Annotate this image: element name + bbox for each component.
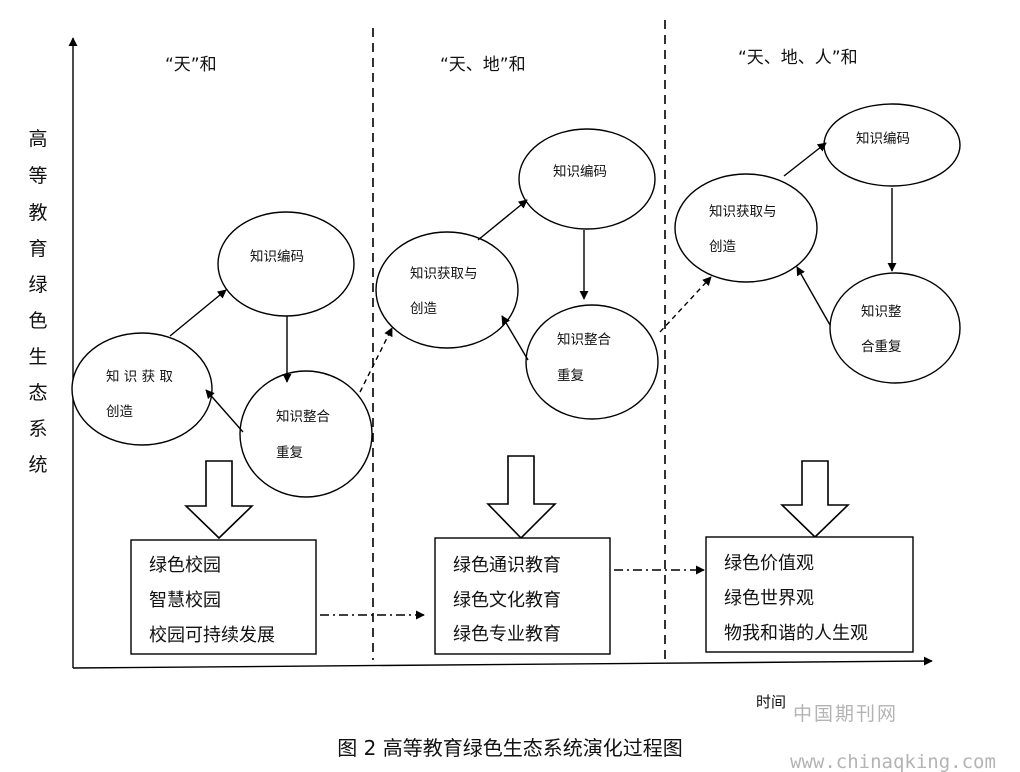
knowledge-encode-node	[217, 211, 355, 317]
y-axis-label-char: 等	[28, 165, 47, 187]
y-axis-label-char: 高	[28, 128, 47, 150]
knowledge-encode-label: 知识编码	[856, 130, 910, 147]
flow-arrow	[477, 199, 528, 241]
knowledge-acquire-node	[71, 332, 213, 446]
stage-heading: “天”和	[165, 55, 217, 75]
knowledge-integrate-label: 重复	[276, 444, 303, 461]
x-axis	[72, 656, 933, 669]
figure-caption: 图 2 高等教育绿色生态系统演化过程图	[337, 736, 682, 760]
knowledge-acquire-label: 知识获取与	[410, 265, 478, 282]
outcome-item: 智慧校园	[149, 590, 221, 611]
flow-arrow	[796, 266, 831, 326]
outcome-box	[434, 537, 611, 655]
x-axis-label: 时间	[756, 693, 786, 711]
knowledge-integrate-node	[239, 370, 373, 498]
knowledge-encode-node	[518, 128, 656, 230]
knowledge-acquire-node	[674, 173, 818, 283]
knowledge-acquire-label: 创造	[410, 301, 437, 317]
knowledge-integrate-label: 知识整	[861, 303, 902, 320]
outcome-item: 绿色文化教育	[453, 590, 561, 611]
watermark-text: 中国期刊网	[793, 703, 898, 725]
knowledge-integrate-node	[525, 304, 659, 420]
knowledge-integrate-label: 重复	[557, 367, 584, 384]
y-axis-label: 高 等 教 育 绿 色 生 态 系 统	[28, 128, 47, 476]
y-axis-label-char: 色	[28, 310, 47, 332]
knowledge-acquire-label: 知识获取与	[709, 203, 777, 220]
stage-transition-arrow	[359, 327, 393, 393]
knowledge-integrate-label: 知识整合	[557, 331, 611, 348]
outcome-item: 校园可持续发展	[149, 625, 275, 646]
outcome-box	[705, 536, 914, 653]
y-axis-label-char: 教	[28, 202, 47, 224]
knowledge-acquire-label: 创造	[709, 239, 737, 255]
y-axis-label-char: 生	[28, 346, 47, 368]
y-axis-label-char: 育	[28, 238, 47, 260]
stage-transition-arrow	[659, 276, 712, 333]
knowledge-cycle: 知识编码 知识获取与 创造 知识整 合重复	[674, 103, 961, 384]
outcome-box	[130, 539, 317, 655]
flow-arrow	[205, 389, 244, 433]
knowledge-acquire-label: 创造	[106, 404, 133, 420]
knowledge-encode-label: 知识编码	[553, 163, 607, 180]
flow-arrow	[783, 142, 827, 177]
knowledge-acquire-label: 知 识 获 取	[106, 368, 173, 385]
y-axis-label-char: 绿	[28, 274, 47, 296]
hollow-down-arrow	[486, 455, 557, 540]
outcome-item: 绿色专业教育	[453, 624, 561, 645]
y-axis-label-char: 系	[28, 418, 47, 440]
knowledge-cycle: 知识编码 知识获取与 创造 知识整合 重复	[375, 128, 659, 420]
outcome-item: 绿色价值观	[724, 553, 814, 574]
y-axis-label-char: 统	[28, 454, 47, 476]
outcome-item: 绿色校园	[149, 555, 221, 576]
knowledge-integrate-label: 合重复	[861, 338, 902, 355]
flow-arrow	[501, 315, 529, 361]
knowledge-integrate-node	[829, 272, 961, 384]
knowledge-cycle: 知识编码 知 识 获 取 创造 知识整合 重复	[71, 211, 373, 498]
knowledge-encode-label: 知识编码	[250, 248, 304, 265]
outcome-item: 物我和谐的人生观	[724, 623, 868, 644]
knowledge-integrate-label: 知识整合	[276, 408, 330, 425]
hollow-down-arrow	[780, 460, 850, 539]
outcome-item: 绿色通识教育	[453, 555, 561, 576]
flow-arrow	[169, 289, 227, 337]
knowledge-acquire-node	[375, 231, 519, 349]
y-axis-label-char: 态	[28, 382, 47, 404]
hollow-down-arrow	[184, 460, 254, 540]
watermark-url: www.chinaqking.com	[790, 751, 996, 772]
stage-heading: “天、地、人”和	[738, 48, 858, 68]
stage-heading: “天、地”和	[440, 55, 526, 75]
outcome-item: 绿色世界观	[724, 588, 814, 609]
